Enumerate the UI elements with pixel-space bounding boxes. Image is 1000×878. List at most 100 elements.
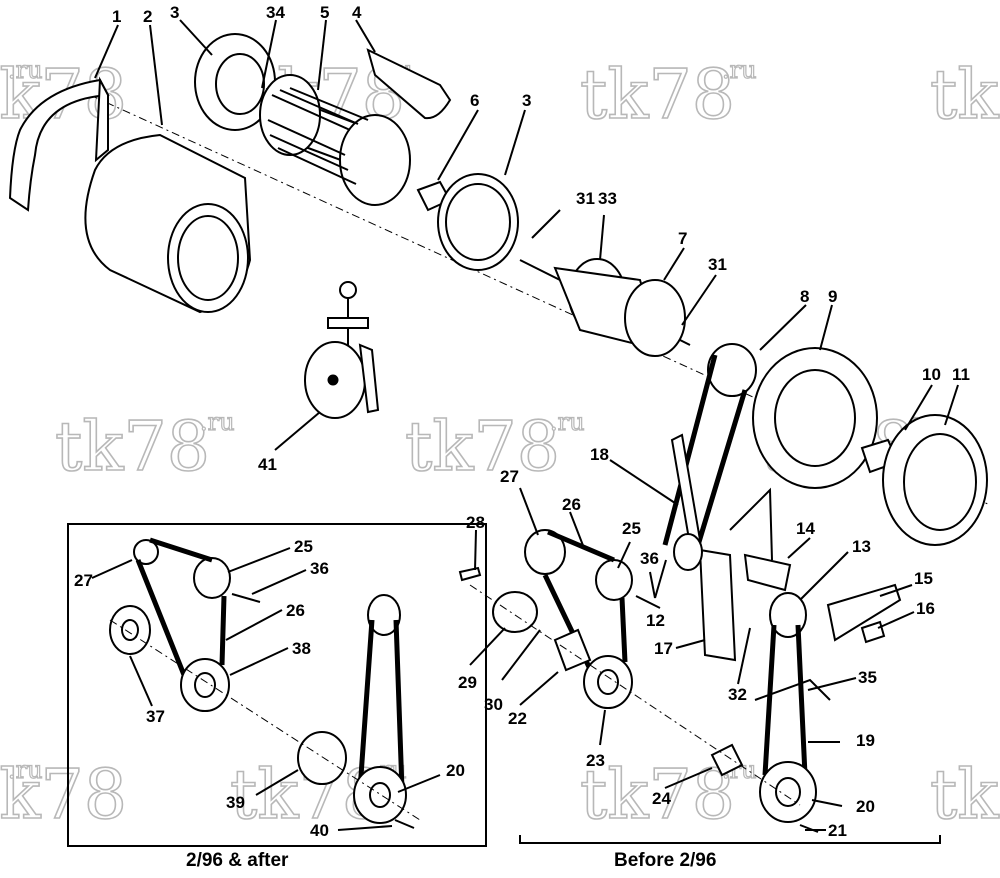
bearing-plate [624, 279, 686, 357]
frame-17 [698, 548, 737, 662]
callout-34: 34 [266, 3, 285, 22]
callout-16: 16 [916, 599, 935, 618]
callout-27b: 27 [74, 571, 93, 590]
puller-bar [327, 317, 369, 329]
blower-wheel-end [339, 114, 411, 206]
callout-36b: 36 [310, 559, 329, 578]
bracket-14 [743, 553, 792, 592]
callout-25: 25 [622, 519, 641, 538]
pulley-top [367, 594, 401, 636]
callout-2: 2 [143, 7, 152, 26]
cutoff-plate [366, 48, 452, 120]
watermark: tk78 [930, 56, 1000, 135]
callout-32: 32 [728, 685, 747, 704]
callout-20: 20 [856, 797, 875, 816]
callout-19: 19 [856, 731, 875, 750]
callout-33: 33 [598, 189, 617, 208]
pulley-27 [524, 529, 566, 575]
frame-arm [670, 433, 702, 547]
callout-31b: 31 [708, 255, 727, 274]
callout-22: 22 [508, 709, 527, 728]
callout-4: 4 [352, 3, 362, 22]
bolt-36 [635, 595, 661, 609]
pulley-27b [133, 539, 159, 565]
callout-17: 17 [654, 639, 673, 658]
leader-lines [91, 19, 959, 831]
puller-knob [339, 281, 357, 299]
callout-7: 7 [678, 229, 687, 248]
callout-41: 41 [258, 455, 277, 474]
belt-26-b [619, 597, 628, 663]
pulley-39 [297, 731, 347, 785]
watermark-sup: .ru [8, 56, 43, 84]
callout-30: 30 [484, 695, 503, 714]
pulley-8 [707, 343, 757, 397]
callout-37: 37 [146, 707, 165, 726]
rod-35 [754, 678, 831, 701]
pulley-38-hub [194, 672, 216, 698]
callout-29: 29 [458, 673, 477, 692]
watermark-sup: .ru [8, 756, 43, 784]
pulley-20-hub [775, 777, 801, 807]
callout-3: 3 [170, 3, 179, 22]
callout-6: 6 [470, 91, 479, 110]
callout-26: 26 [562, 495, 581, 514]
callouts: 1 2 3 34 5 4 6 3 31 33 7 31 8 9 10 11 41… [74, 3, 970, 840]
side-plate [8, 78, 110, 212]
side-plate-flange [94, 76, 109, 163]
pulley-12 [673, 533, 703, 571]
callout-26b: 26 [286, 601, 305, 620]
bushing-24 [710, 743, 744, 777]
callout-12: 12 [646, 611, 665, 630]
main-axis [89, 94, 991, 506]
before-bracket [519, 835, 941, 844]
inset-frame [67, 523, 487, 847]
bolt-36b [231, 593, 261, 603]
callout-14: 14 [796, 519, 815, 538]
wheel-blades [267, 87, 369, 185]
callout-23: 23 [586, 751, 605, 770]
drive-after-296 [67, 523, 487, 847]
callout-25b: 25 [294, 537, 313, 556]
callout-15: 15 [914, 569, 933, 588]
pulley-23-hub [597, 669, 619, 695]
callout-11: 11 [952, 365, 970, 384]
watermark: tk78 [0, 756, 127, 835]
fan-wheel-inner [774, 369, 856, 467]
callout-1: 1 [112, 7, 121, 26]
callout-36: 36 [640, 549, 659, 568]
pulley-37-hub [121, 619, 139, 641]
bolt-40 [394, 819, 415, 829]
callout-35: 35 [858, 668, 877, 687]
drive-before-296 [458, 433, 902, 833]
callout-3b: 3 [522, 91, 531, 110]
watermark: tk78 [930, 756, 1000, 835]
inlet-ring-hole [215, 53, 265, 115]
pin-28 [458, 566, 482, 582]
housing-inlet-inner [177, 215, 239, 301]
callout-21: 21 [828, 821, 847, 840]
slide-15 [826, 583, 902, 642]
callout-10: 10 [922, 365, 941, 384]
watermark: tk78 [580, 56, 735, 135]
callout-18: 18 [590, 445, 609, 464]
watermark-sup: .ru [200, 408, 235, 436]
belt-26b [135, 537, 227, 691]
watermark: tk78 [405, 408, 560, 487]
pulley-25 [595, 559, 633, 601]
watermark: tk78 [55, 408, 210, 487]
callout-9: 9 [828, 287, 837, 306]
callout-8: 8 [800, 287, 809, 306]
caption-before: Before 2/96 [614, 850, 716, 871]
frame-bracket [729, 487, 773, 561]
pulley-25b [193, 557, 231, 599]
puller-frame [358, 343, 380, 414]
belt-19 [762, 624, 808, 776]
drive-axis [469, 584, 801, 806]
callout-13: 13 [852, 537, 871, 556]
callout-38: 38 [292, 639, 311, 658]
callout-40: 40 [310, 821, 329, 840]
callout-24: 24 [652, 789, 671, 808]
